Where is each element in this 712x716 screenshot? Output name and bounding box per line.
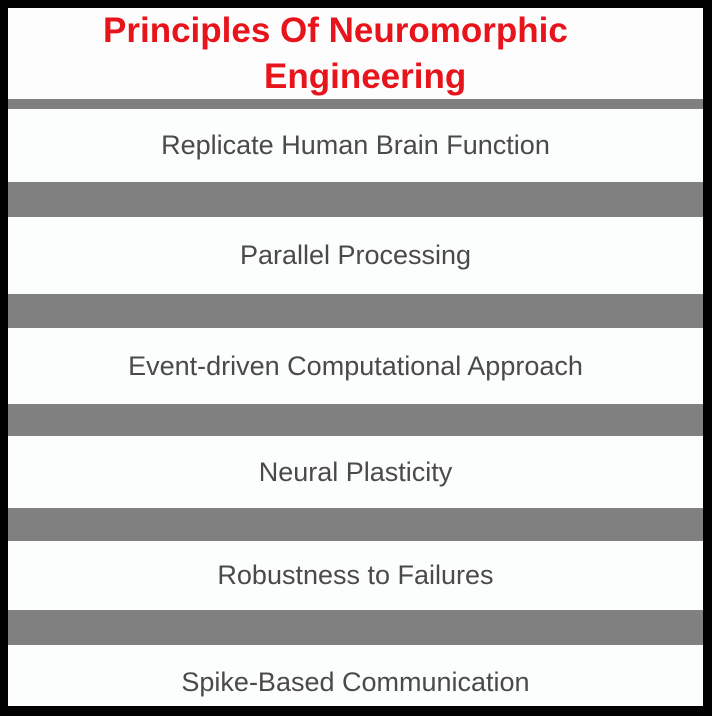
divider-bar xyxy=(8,99,703,109)
principle-label: Neural Plasticity xyxy=(258,456,453,487)
divider-bar xyxy=(8,404,703,436)
title-line-2: Engineering xyxy=(264,57,467,96)
principle-item: Robustness to Failures xyxy=(8,541,703,610)
principle-label: Event-driven Computational Approach xyxy=(128,350,583,381)
divider-bar xyxy=(8,610,703,645)
infographic: Principles Of Neuromorphic Engineering R… xyxy=(8,8,703,706)
principle-item: Event-driven Computational Approach xyxy=(8,328,703,404)
title-line-1: Principles Of Neuromorphic xyxy=(103,11,568,50)
principle-label: Spike-Based Communication xyxy=(181,667,530,697)
divider-bar xyxy=(8,294,703,328)
title: Principles Of Neuromorphic Engineering xyxy=(8,8,703,99)
principle-label: Replicate Human Brain Function xyxy=(161,130,550,160)
principle-item: Replicate Human Brain Function xyxy=(8,109,703,182)
divider-bar xyxy=(8,182,703,217)
principle-label: Robustness to Failures xyxy=(217,560,494,590)
principle-label: Parallel Processing xyxy=(239,240,472,270)
principle-item: Spike-Based Communication xyxy=(8,645,703,706)
divider-bar xyxy=(8,508,703,541)
principle-item: Parallel Processing xyxy=(8,217,703,294)
principle-item: Neural Plasticity xyxy=(8,436,703,508)
